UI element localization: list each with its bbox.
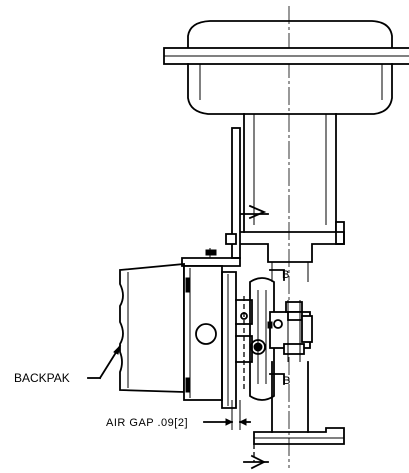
mounting-bracket (181, 127, 241, 267)
section-b-top-label: B (282, 269, 289, 281)
stem-and-flange (253, 361, 345, 462)
section-arrow-top (239, 204, 269, 220)
section-b-bottom-label: B (283, 375, 290, 387)
diaphragm-case (163, 20, 409, 115)
section-b-markers: B B (269, 269, 290, 387)
air-gap-dimension (203, 400, 251, 430)
feedback-linkage (235, 277, 313, 401)
yoke (235, 113, 345, 282)
air-gap-label: AIR GAP .09[2] (106, 417, 188, 429)
backpak-label: BACKPAK (14, 371, 70, 385)
backpak-leader (87, 344, 122, 380)
backpak-housing (119, 263, 237, 409)
section-arrow-bottom (243, 454, 269, 470)
